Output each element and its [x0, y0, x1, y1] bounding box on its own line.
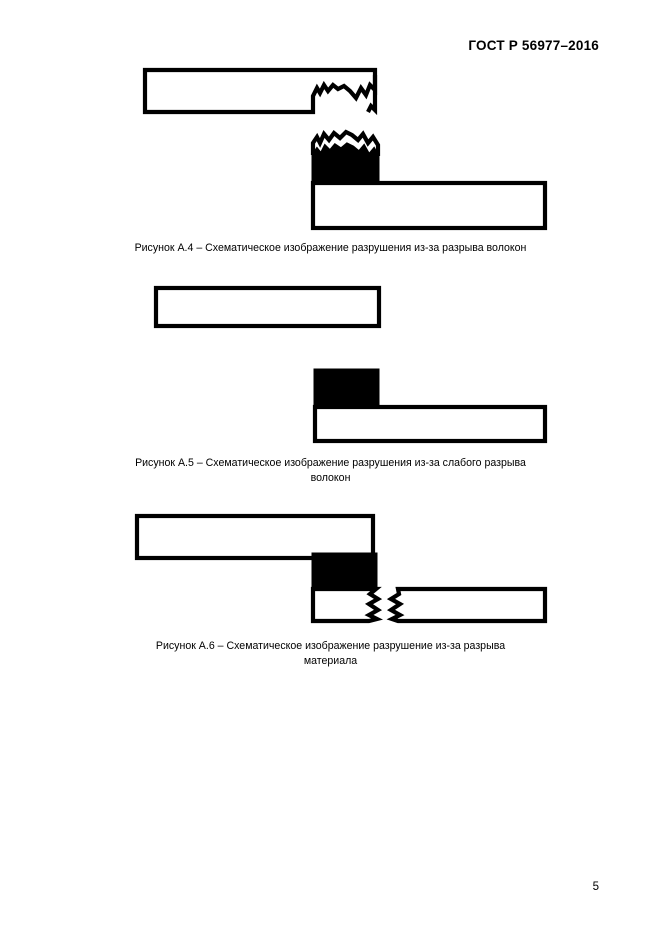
- upper-bar-right-edge-accent: [366, 75, 378, 116]
- figure-a6-graphic: [134, 513, 548, 624]
- figure-a5-caption-line-1: Рисунок А.5 – Схематическое изображение …: [135, 457, 526, 469]
- upper-bar-plain: [153, 285, 382, 329]
- lower-right-piece-torn: [386, 586, 548, 624]
- figure-a5: Рисунок А.5 – Схематическое изображение …: [0, 278, 661, 484]
- figure-a6-caption-line-1: Рисунок А.6 – Схематическое изображение …: [155, 640, 506, 652]
- figure-a5-graphic: [153, 285, 548, 444]
- figure-a6-caption-line-2: материала: [303, 655, 358, 667]
- figure-a5-caption-line-2: волокон: [310, 472, 351, 484]
- figure-a4-caption-line-1: Рисунок А.4 – Схематическое изображение …: [134, 242, 527, 254]
- upper-bar: [134, 513, 376, 561]
- figure-a5-caption: Рисунок А.5 – Схематическое изображение …: [62, 456, 599, 486]
- figure-a4-graphic: [142, 67, 548, 231]
- figure-a6: Рисунок А.6 – Схематическое изображение …: [0, 508, 661, 667]
- fibre-tear-outline: [310, 129, 381, 156]
- page-number: 5: [592, 881, 599, 893]
- lower-bar: [312, 404, 548, 444]
- lower-left-piece-torn: [310, 586, 384, 624]
- figure-a6-drawing: [0, 508, 661, 633]
- figure-a4-drawing: [0, 55, 661, 235]
- black-block-plain: [313, 368, 380, 409]
- figure-a5-drawing: [0, 278, 661, 448]
- upper-bar-ragged-outline: [142, 67, 378, 115]
- black-fibre-block-ragged: [311, 142, 380, 185]
- lower-bar: [310, 180, 548, 231]
- black-block: [311, 552, 378, 591]
- figure-a6-caption: Рисунок А.6 – Схематическое изображение …: [62, 639, 599, 669]
- standard-header: ГОСТ Р 56977–2016: [468, 38, 599, 53]
- figure-a4-caption: Рисунок А.4 – Схематическое изображение …: [62, 241, 599, 256]
- figure-a4: Рисунок А.4 – Схематическое изображение …: [0, 55, 661, 254]
